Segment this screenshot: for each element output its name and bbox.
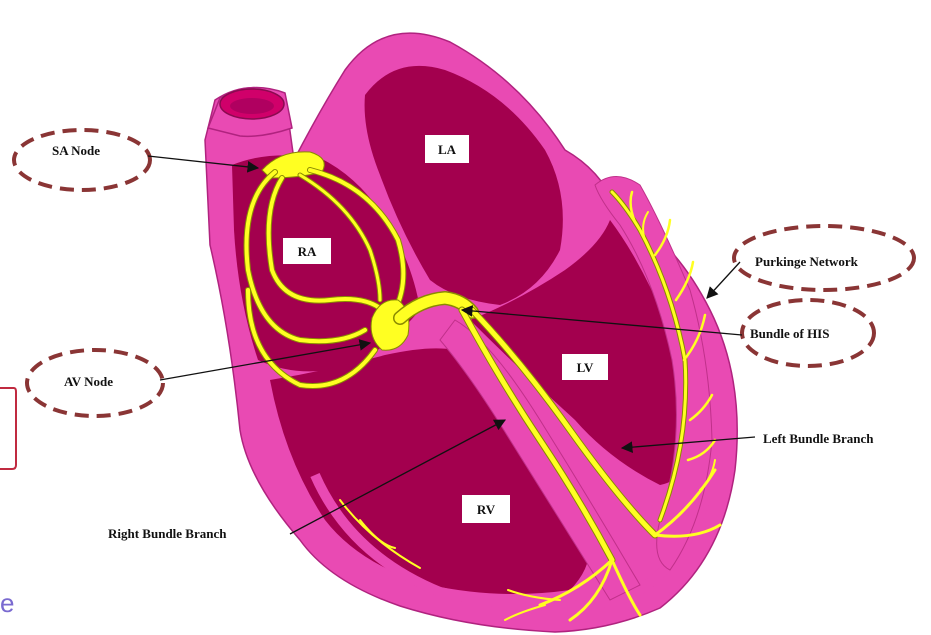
edge-glyph: e (0, 588, 14, 618)
aorta-lumen (230, 98, 274, 114)
sa-node-label: SA Node (52, 143, 100, 158)
lv-label: LV (577, 360, 594, 375)
purkinje-network-label: Purkinge Network (755, 254, 859, 269)
rv-label: RV (477, 502, 496, 517)
bundle-of-his-label: Bundle of HIS (750, 326, 829, 341)
edge-box-fragment (0, 388, 16, 469)
right-bundle-branch-label: Right Bundle Branch (108, 526, 227, 541)
ra-label: RA (298, 244, 317, 259)
sa-node-callout (14, 130, 150, 190)
purkinje-arrow (707, 262, 740, 298)
av-node-label: AV Node (64, 374, 113, 389)
left-bundle-branch-label: Left Bundle Branch (763, 431, 874, 446)
la-label: LA (438, 142, 457, 157)
